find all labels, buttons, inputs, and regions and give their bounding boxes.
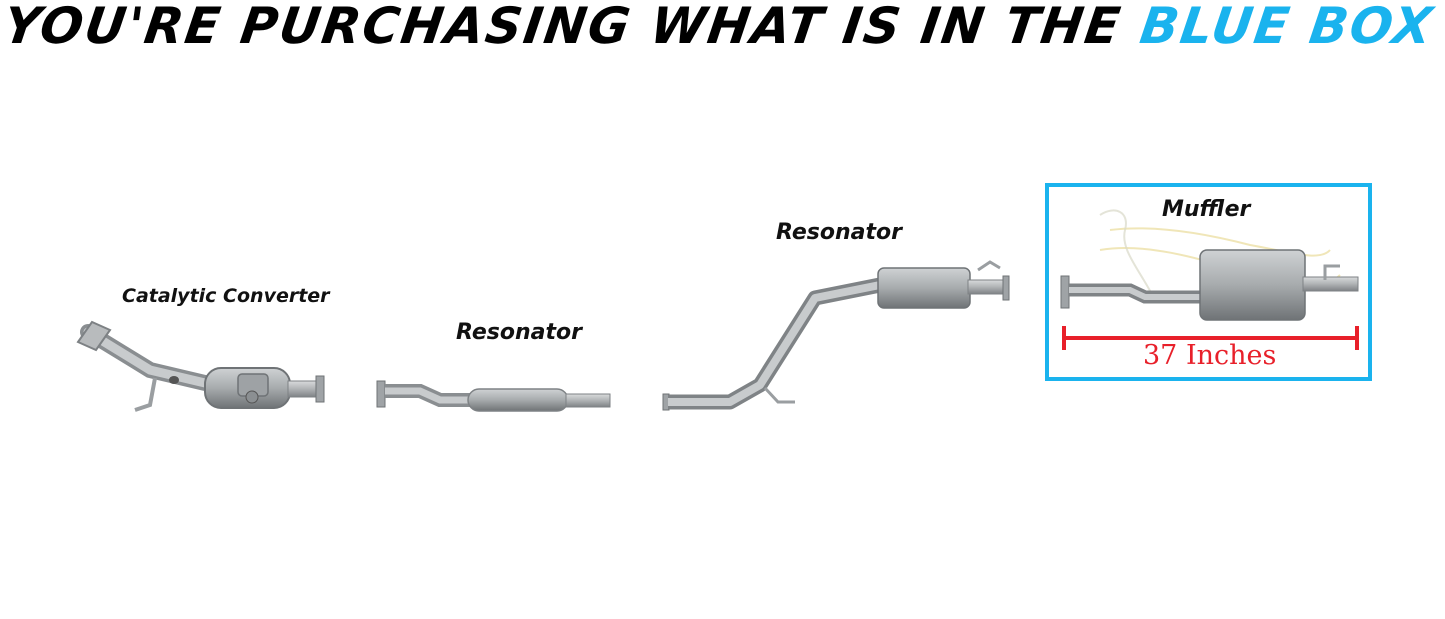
blue-box-highlight [1045,183,1372,381]
rear-resonator-part [662,260,1010,411]
dimension-text: 37 Inches [1143,340,1277,371]
label-resonator-front: Resonator [456,320,582,345]
label-muffler: Muffler [1162,197,1251,222]
label-resonator-rear: Resonator [776,220,902,245]
label-catalytic-converter: Catalytic Converter [122,285,330,307]
dimension-line [1062,326,1359,350]
catalytic-converter-part [76,320,325,412]
front-resonator-part [376,380,611,412]
muffler-part [1060,209,1359,321]
